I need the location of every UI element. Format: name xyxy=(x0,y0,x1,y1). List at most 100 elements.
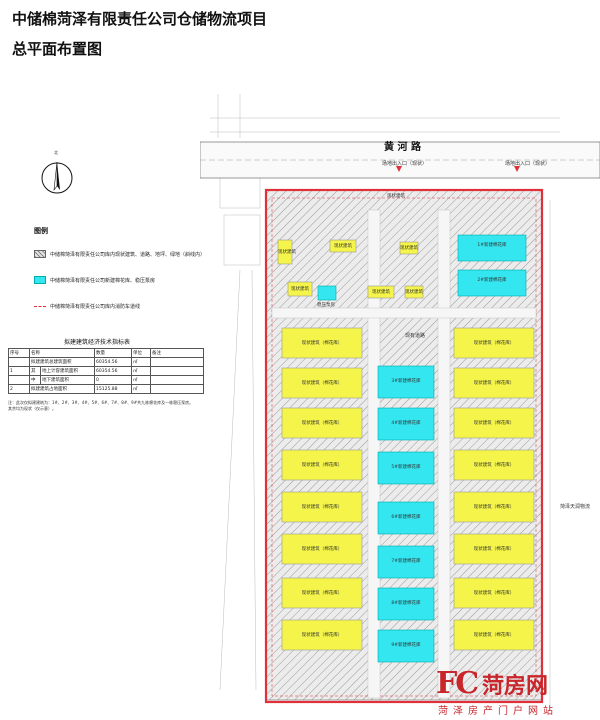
econ-table-caption: 拟建建筑经济技术指标表 xyxy=(64,339,131,346)
new-warehouse-label: 3#新建棉花库 xyxy=(391,379,421,384)
gate-label-2: 场地出入口（现状） xyxy=(505,161,551,167)
existing-building-label: 现状建筑 xyxy=(372,290,390,295)
existing-warehouse xyxy=(453,491,535,523)
north-arrow: 北 xyxy=(40,150,74,196)
center-road-label: 现有道路 xyxy=(405,333,426,339)
north-label: 北 xyxy=(54,150,58,155)
existing-building-label: 现状建筑 xyxy=(291,287,309,292)
existing-warehouse-label: 现状建筑（棉花库） xyxy=(473,505,515,510)
new-warehouse xyxy=(377,545,435,579)
legend-item-new: 中储棉菏泽有限责任公司新建棉花库、稳压泵房 xyxy=(50,278,156,284)
existing-building xyxy=(277,239,293,265)
east-neighbor-label: 菏泽天润物流 xyxy=(560,504,591,510)
legend-swatch-existing xyxy=(34,250,46,258)
road-name: 黄 河 路 xyxy=(384,142,421,153)
existing-warehouse xyxy=(281,407,363,439)
new-warehouse-label: 7#新建棉花库 xyxy=(391,559,421,564)
page-subtitle: 总平面布置图 xyxy=(12,40,103,58)
new-warehouse xyxy=(377,501,435,535)
site-redline xyxy=(264,188,544,704)
existing-warehouse-label: 现状建筑（棉花库） xyxy=(301,463,343,468)
new-warehouse xyxy=(457,269,527,297)
legend-title: 图例 xyxy=(34,227,48,235)
existing-warehouse xyxy=(453,407,535,439)
existing-warehouse-label: 现状建筑（棉花库） xyxy=(301,505,343,510)
existing-warehouse xyxy=(281,619,363,651)
existing-warehouse xyxy=(281,577,363,609)
existing-warehouse-label: 现状建筑（棉花库） xyxy=(301,633,343,638)
legend-item-existing: 中储棉菏泽有限责任公司库内现状建筑、道路、地坪、绿地（斜线内） xyxy=(50,252,206,258)
existing-warehouse xyxy=(281,367,363,399)
existing-warehouse-label: 现状建筑（棉花库） xyxy=(473,633,515,638)
new-warehouse-label: 6#新建棉花库 xyxy=(391,515,421,520)
existing-warehouse-label: 现状建筑（棉花库） xyxy=(473,421,515,426)
fire-lane-line xyxy=(271,197,537,697)
new-warehouse xyxy=(377,451,435,485)
existing-warehouse xyxy=(453,533,535,565)
existing-building xyxy=(404,285,424,299)
new-warehouse xyxy=(377,629,435,663)
existing-building-label: 现状建筑 xyxy=(400,246,418,251)
new-warehouse-label: 8#新建棉花库 xyxy=(391,601,421,606)
legend-swatch-new xyxy=(34,276,46,284)
site-plan xyxy=(200,94,600,710)
north-arrow-icon xyxy=(41,161,73,194)
existing-warehouse xyxy=(453,619,535,651)
watermark-subtitle: 菏泽房产门户网站 xyxy=(438,706,558,717)
new-warehouse-label: 5#新建棉花库 xyxy=(391,465,421,470)
watermark: FC 菏房网 菏泽房产门户网站 xyxy=(436,660,596,718)
watermark-text: 菏房网 xyxy=(482,674,549,699)
legend-item-fireline: 中储棉菏泽有限责任公司库内消防车道线 xyxy=(50,304,141,310)
legend: 中储棉菏泽有限责任公司库内现状建筑、道路、地坪、绿地（斜线内） 中储棉菏泽有限责… xyxy=(34,246,254,316)
existing-building xyxy=(399,241,419,255)
existing-warehouse xyxy=(281,449,363,481)
context-lines xyxy=(210,94,560,710)
existing-warehouse xyxy=(281,491,363,523)
new-warehouse xyxy=(457,234,527,262)
gate-marker-1 xyxy=(396,166,402,172)
existing-warehouse-label: 现状建筑（棉花库） xyxy=(301,421,343,426)
pump-house-label: 稳压泵房 xyxy=(317,303,335,308)
existing-warehouse-label: 现状建筑（棉花库） xyxy=(301,341,343,346)
existing-warehouse-label: 现状建筑（棉花库） xyxy=(473,547,515,552)
watermark-logo: FC xyxy=(436,666,479,701)
existing-warehouse-label: 现状建筑（棉花库） xyxy=(301,547,343,552)
gate-label-1: 场地出入口（现状） xyxy=(382,161,428,167)
existing-building xyxy=(329,239,357,253)
existing-building-label: 现状建筑 xyxy=(405,290,423,295)
existing-warehouse-label: 现状建筑（棉花库） xyxy=(473,381,515,386)
table-note-2: 其余均为现状（仅示意）。 xyxy=(8,406,56,411)
existing-warehouse xyxy=(453,367,535,399)
new-warehouse xyxy=(377,407,435,441)
new-warehouse-label: 1#新建棉花库 xyxy=(477,243,507,248)
existing-warehouse xyxy=(453,449,535,481)
existing-warehouse-label: 现状建筑（棉花库） xyxy=(473,341,515,346)
existing-warehouse-label: 现状建筑（棉花库） xyxy=(301,591,343,596)
table-note-1: 注：此次仅拟建建筑为：1#、2#、3#、4#、5#、6#、7#、8#、9#共九栋… xyxy=(8,400,194,405)
existing-building-label: 现状建筑 xyxy=(334,244,352,249)
existing-warehouse xyxy=(281,533,363,565)
new-warehouse xyxy=(377,365,435,399)
existing-building xyxy=(287,281,313,297)
gate-marker-2 xyxy=(514,166,520,172)
existing-building-label: 现状建筑 xyxy=(387,194,405,199)
new-warehouse-label: 9#新建棉花库 xyxy=(391,643,421,648)
legend-swatch-fireline xyxy=(34,306,46,307)
existing-warehouse-label: 现状建筑（棉花库） xyxy=(301,381,343,386)
existing-warehouse xyxy=(453,577,535,609)
table-header-row: 序号 名称 数量 单位 备注 xyxy=(8,348,204,358)
new-warehouse-label: 2#新建棉花库 xyxy=(477,278,507,283)
existing-building xyxy=(367,285,395,299)
existing-warehouse xyxy=(453,327,535,359)
pump-house xyxy=(317,285,337,301)
existing-warehouse-label: 现状建筑（棉花库） xyxy=(473,591,515,596)
new-warehouse xyxy=(377,587,435,621)
existing-building-label: 现状建筑 xyxy=(278,250,296,255)
existing-warehouse xyxy=(281,327,363,359)
new-warehouse-label: 4#新建棉花库 xyxy=(391,421,421,426)
